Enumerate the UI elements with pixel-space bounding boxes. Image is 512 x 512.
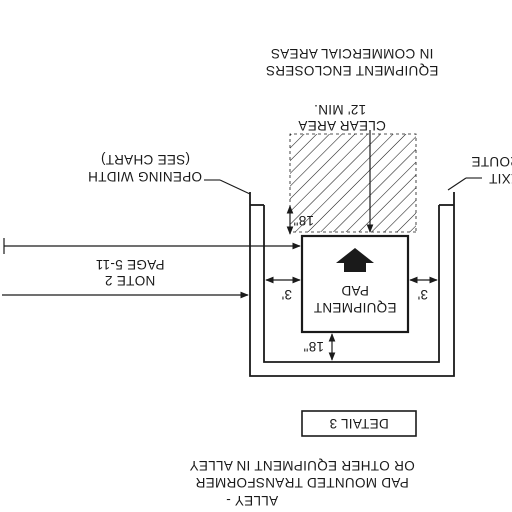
note-page-label: PAGE 5-11 xyxy=(96,257,165,272)
rotated-drawing: ALLEY - PAD MOUNTED TRANSFORMER OR OTHER… xyxy=(2,46,512,508)
note-label: NOTE 2 xyxy=(105,273,156,288)
enclosure-outer-wall xyxy=(249,205,455,377)
detail-label: DETAIL 3 xyxy=(329,416,388,431)
caption-enclosers: EQUIPMENT ENCLOSERS xyxy=(266,63,439,78)
clear-area-outline xyxy=(289,133,417,233)
clear-area-label: CLEAR AREA xyxy=(298,118,386,133)
route-label: ROUTE xyxy=(471,154,512,169)
enclosure-inner-wall xyxy=(263,205,440,363)
clear-area-hatch xyxy=(290,134,416,232)
pad-label-equipment: EQUIPMENT xyxy=(314,300,397,315)
dim-left-label: 3' xyxy=(417,287,428,302)
dim-back-label: 18" xyxy=(303,339,324,354)
opening-width-label: OPENING WIDTH xyxy=(88,169,202,184)
caption-alley: ALLEY - xyxy=(226,493,278,508)
caption-pad-mounted: PAD MOUNTED TRANSFORMER xyxy=(195,475,408,490)
dim-opening-label: 18" xyxy=(293,213,314,228)
opening-leader-diag xyxy=(219,179,251,195)
detail-label-box xyxy=(301,410,417,437)
clear-area-min-label: 12' MIN. xyxy=(314,102,366,117)
dim-right-label: 3' xyxy=(281,287,292,302)
exit-leader-diag xyxy=(447,177,467,191)
opening-chart-label: (SEE CHART) xyxy=(101,152,190,167)
caption-commercial-areas: IN COMMERCIAL AREAS xyxy=(271,46,434,61)
exit-label: EXIT xyxy=(489,171,512,186)
pad-label-pad: PAD xyxy=(341,283,369,298)
caption-other-equipment: OR OTHER EQUIPMENT IN ALLEY xyxy=(189,458,414,473)
pad-direction-arrow xyxy=(336,248,374,272)
